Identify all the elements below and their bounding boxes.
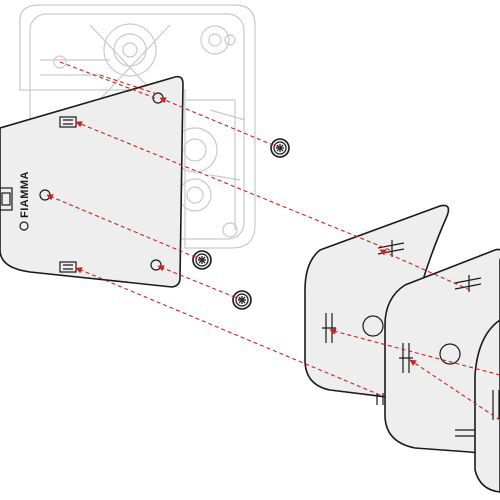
replacement-cover-3 xyxy=(474,319,500,493)
lower-screw-hole xyxy=(150,259,162,271)
assembly-guide-lines xyxy=(46,61,500,421)
logo-mark-icon xyxy=(19,221,29,231)
switch-window xyxy=(0,187,13,211)
brand-logo: FIAMMA xyxy=(19,171,31,231)
front-cover-plate: FIAMMA xyxy=(0,75,184,288)
replacement-cover-2 xyxy=(384,248,500,454)
mechanism-housing-ghost xyxy=(19,4,256,249)
lower-slot xyxy=(59,261,77,273)
brand-logo-text: FIAMMA xyxy=(19,171,31,218)
